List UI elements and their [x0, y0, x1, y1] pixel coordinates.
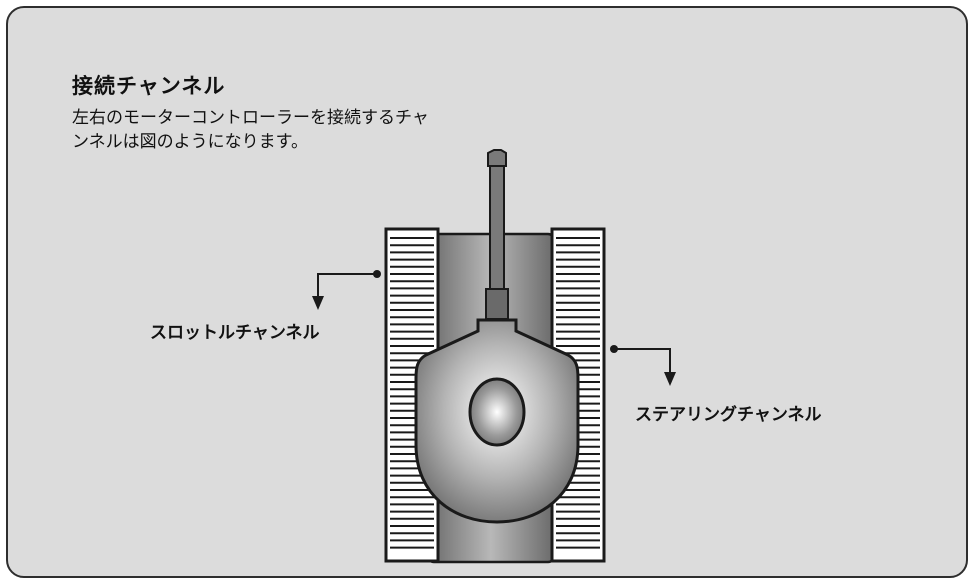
throttle-leader — [312, 270, 381, 310]
turret-hatch — [468, 377, 526, 447]
tank-turret — [414, 318, 580, 524]
antenna — [485, 149, 509, 320]
steering-leader — [610, 345, 676, 386]
steering-channel-label: ステアリングチャンネル — [635, 405, 822, 425]
section-description: 左右のモーターコントローラーを接続するチャ ンネルは図のようになります。 — [72, 108, 429, 152]
section-title: 接続チャンネル — [72, 74, 226, 98]
throttle-channel-label: スロットルチャンネル — [150, 323, 320, 343]
